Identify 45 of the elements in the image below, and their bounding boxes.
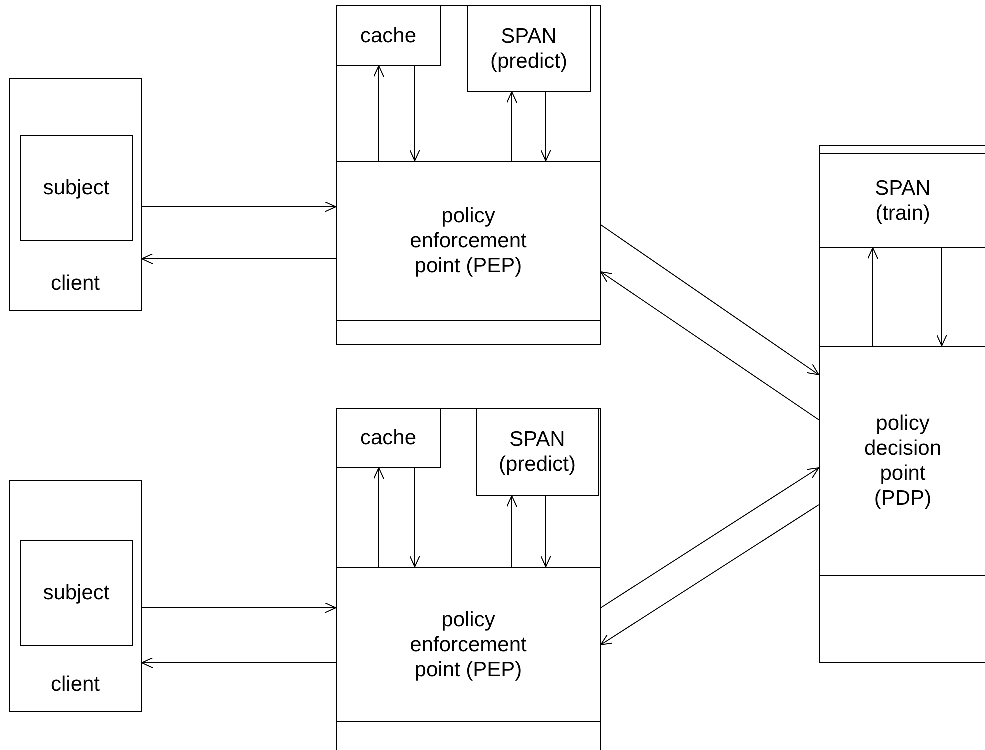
span-box <box>819 153 985 248</box>
pep-container <box>336 5 601 345</box>
arrow <box>600 504 820 646</box>
pep-box <box>336 161 601 321</box>
node-label: SPAN (predict) <box>498 427 578 477</box>
span-box <box>476 408 599 496</box>
node-label: policy enforcement point (PEP) <box>409 607 528 682</box>
arrow <box>410 66 420 162</box>
node-label: subject <box>42 580 111 606</box>
arrow <box>540 496 552 568</box>
node-label: subject <box>42 176 111 200</box>
arrow <box>142 658 336 668</box>
span-box <box>467 5 591 92</box>
node-label: SPAN (predict) <box>489 24 569 74</box>
arrow <box>374 66 384 162</box>
arrow <box>600 272 820 420</box>
node-label: client <box>50 672 102 697</box>
arrow <box>936 248 948 346</box>
client-box <box>9 480 142 712</box>
pdp-container <box>819 145 985 663</box>
subject-box <box>20 135 133 241</box>
node-label: policy enforcement point (PEP) <box>409 204 528 278</box>
node-label: SPAN (train) <box>874 176 932 226</box>
arrow <box>142 202 336 212</box>
client-box <box>9 78 142 311</box>
node-label: cache <box>359 426 418 450</box>
node-label: cache <box>359 23 418 48</box>
arrow <box>410 468 420 568</box>
arrow <box>142 602 336 614</box>
arrow <box>506 92 518 162</box>
node-label: client <box>50 271 102 296</box>
arrow <box>142 254 336 264</box>
pdp-box <box>819 346 985 576</box>
arrow <box>506 496 518 568</box>
pep-box <box>336 567 601 722</box>
cache-box <box>336 5 441 66</box>
arrow <box>868 248 878 346</box>
cache-box <box>336 408 441 468</box>
arrow <box>374 468 384 568</box>
subject-box <box>20 540 133 646</box>
pep-container <box>336 408 601 750</box>
arrow <box>600 468 820 608</box>
arrow <box>540 92 552 162</box>
arrow <box>600 224 820 376</box>
node-label: policy decision point (PDP) <box>863 411 943 511</box>
